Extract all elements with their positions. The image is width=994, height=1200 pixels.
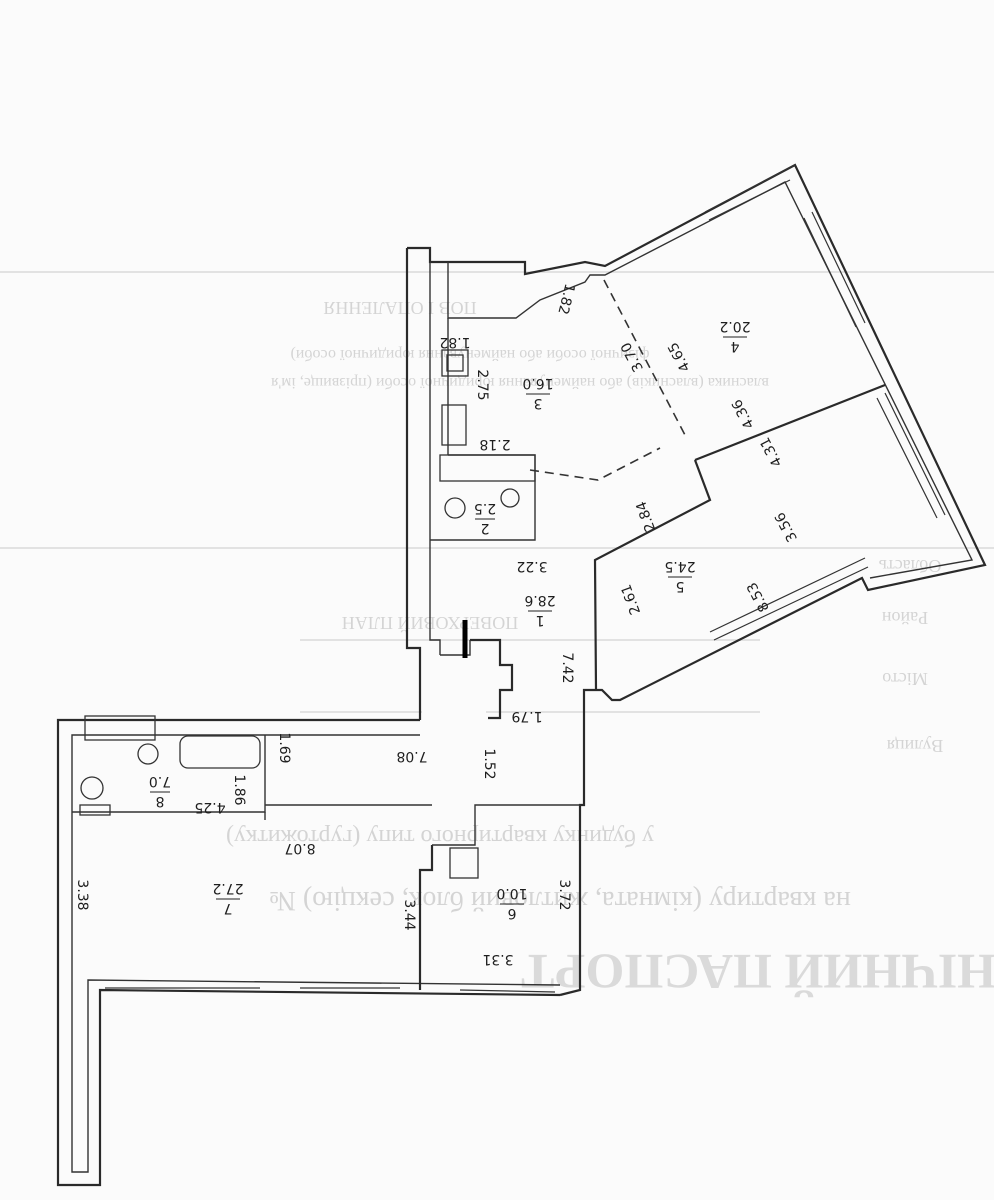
walls	[56, 163, 987, 1187]
window-7	[459, 989, 556, 993]
dim-3-22: 3.22	[516, 558, 547, 574]
dim-3-56: 3.56	[772, 509, 801, 544]
room-4-number: 4	[730, 338, 739, 354]
ghost-line-5: власника (власників) або найменування юр…	[270, 374, 769, 391]
dim-8-53: 8.53	[744, 579, 773, 614]
fixtures	[79, 349, 536, 879]
dim-1-52: 1.52	[481, 748, 497, 779]
toilet-room8-icon	[137, 743, 159, 765]
ghost-side-1: Область	[879, 556, 942, 576]
wall-room6-north	[432, 804, 580, 846]
dim-2-84: 2.84	[633, 499, 659, 534]
cabinet-room6-icon	[449, 847, 479, 879]
wall-west-upper	[405, 248, 422, 720]
wall-entrance	[470, 638, 514, 720]
dashed-partition-2	[529, 447, 661, 481]
stove-icon	[441, 349, 469, 377]
bath-sink-icon	[84, 715, 156, 741]
ghost-side-2: Район	[882, 608, 929, 628]
dim-1-79: 1.79	[511, 708, 542, 724]
window-1	[704, 164, 796, 213]
wall-west-upper-inner	[429, 262, 441, 655]
room-2-label: 2 2.5	[474, 500, 496, 536]
window-2-inner	[803, 217, 857, 328]
room-6-label: 6 10.0	[496, 885, 527, 921]
wall-room5-west	[593, 459, 712, 691]
room-3-label: 3 16.0	[522, 375, 553, 411]
room-4-label: 4 20.2	[719, 318, 750, 354]
kitchen-sink-icon	[441, 404, 467, 446]
room-5-number: 5	[676, 578, 685, 594]
wall-room4-room5	[694, 383, 886, 462]
wall-corridor-east	[559, 688, 596, 997]
ghost-line-4: фізичної особи або найменування юридично…	[291, 346, 650, 363]
room-7-number: 7	[224, 900, 233, 916]
room-7-label: 7 27.2	[212, 880, 243, 916]
window-3	[884, 392, 946, 516]
dim-7-08: 7.08	[396, 748, 427, 764]
ghost-side-4: Вулиця	[887, 736, 944, 756]
ghost-title: ТЕХНІЧНИЙ ПАСПОРТ	[521, 944, 994, 1000]
wall-ne-inner	[447, 181, 974, 579]
dim-2-75: 2.75	[474, 369, 490, 400]
dim-1-82-b: 1.82	[554, 282, 577, 316]
room-1-area: 28.6	[524, 592, 555, 608]
dim-7-42: 7.42	[559, 652, 575, 683]
sink-room2-icon	[500, 488, 520, 508]
room-8-label: 8 7.0	[149, 773, 171, 809]
dim-3-72: 3.72	[556, 879, 572, 910]
washer-icon	[80, 776, 104, 800]
ghost-line-6: ПОВ І ОПАЛЕННЯ	[323, 298, 476, 318]
dim-8-07: 8.07	[284, 840, 315, 856]
room-2-number: 2	[481, 520, 490, 536]
room-1-number: 1	[536, 612, 545, 628]
dim-2-61: 2.61	[618, 582, 644, 617]
stove-burners-icon	[446, 354, 464, 372]
toilet-room2-icon	[444, 497, 466, 519]
window-2	[811, 211, 866, 324]
wall-room7-room6	[418, 845, 434, 990]
wall-sw-outer	[56, 718, 561, 1187]
wall-room1-inner	[440, 640, 471, 656]
dim-1-86: 1.86	[231, 774, 247, 805]
room-7-area: 27.2	[212, 880, 243, 896]
windows	[105, 164, 946, 993]
dim-4-36: 4.36	[729, 396, 758, 431]
room-3-area: 16.0	[522, 375, 553, 391]
room-6-number: 6	[507, 905, 516, 921]
dim-2-18: 2.18	[479, 436, 510, 452]
window-4-inner	[713, 566, 869, 641]
window-1-inner	[708, 179, 791, 221]
ghost-line-2: на квартиру (кімната, житловий блок, сек…	[269, 885, 851, 916]
wall-sw-inner	[71, 734, 561, 1173]
ghost-text: ТЕХНІЧНИЙ ПАСПОРТ на квартиру (кімната, …	[0, 271, 994, 1000]
room-5-label: 5 24.5	[664, 558, 695, 594]
bathtub-icon	[179, 735, 261, 769]
dim-3-44: 3.44	[401, 899, 417, 930]
dim-4-31: 4.31	[757, 434, 786, 469]
room-4-area: 20.2	[719, 318, 750, 334]
dim-4-65: 4.65	[665, 339, 694, 374]
room-5-area: 24.5	[664, 558, 695, 574]
dim-3-38: 3.38	[74, 879, 90, 910]
dim-4-25: 4.25	[194, 799, 225, 815]
dim-1-69: 1.69	[276, 732, 292, 763]
window-3-inner	[876, 397, 938, 519]
ghost-side-3: Місто	[882, 669, 928, 689]
kitchen-cabinets-icon	[439, 454, 536, 482]
room-3-number: 3	[534, 395, 543, 411]
room-6-area: 10.0	[496, 885, 527, 901]
bath-shelf-icon	[79, 804, 111, 816]
room-labels: 1 28.6 2 2.5 3 16.0 4 20.2 5 24.5 6 10.0	[149, 318, 751, 921]
window-4	[709, 557, 866, 633]
room-2-area: 2.5	[474, 500, 496, 516]
room-8-area: 7.0	[149, 773, 171, 789]
entrance-opening	[422, 658, 486, 718]
dim-1-82-a: 1.82	[439, 334, 470, 350]
dim-3-31: 3.31	[482, 951, 513, 967]
room-8-number: 8	[156, 793, 165, 809]
room-1-label: 1 28.6	[524, 592, 555, 628]
